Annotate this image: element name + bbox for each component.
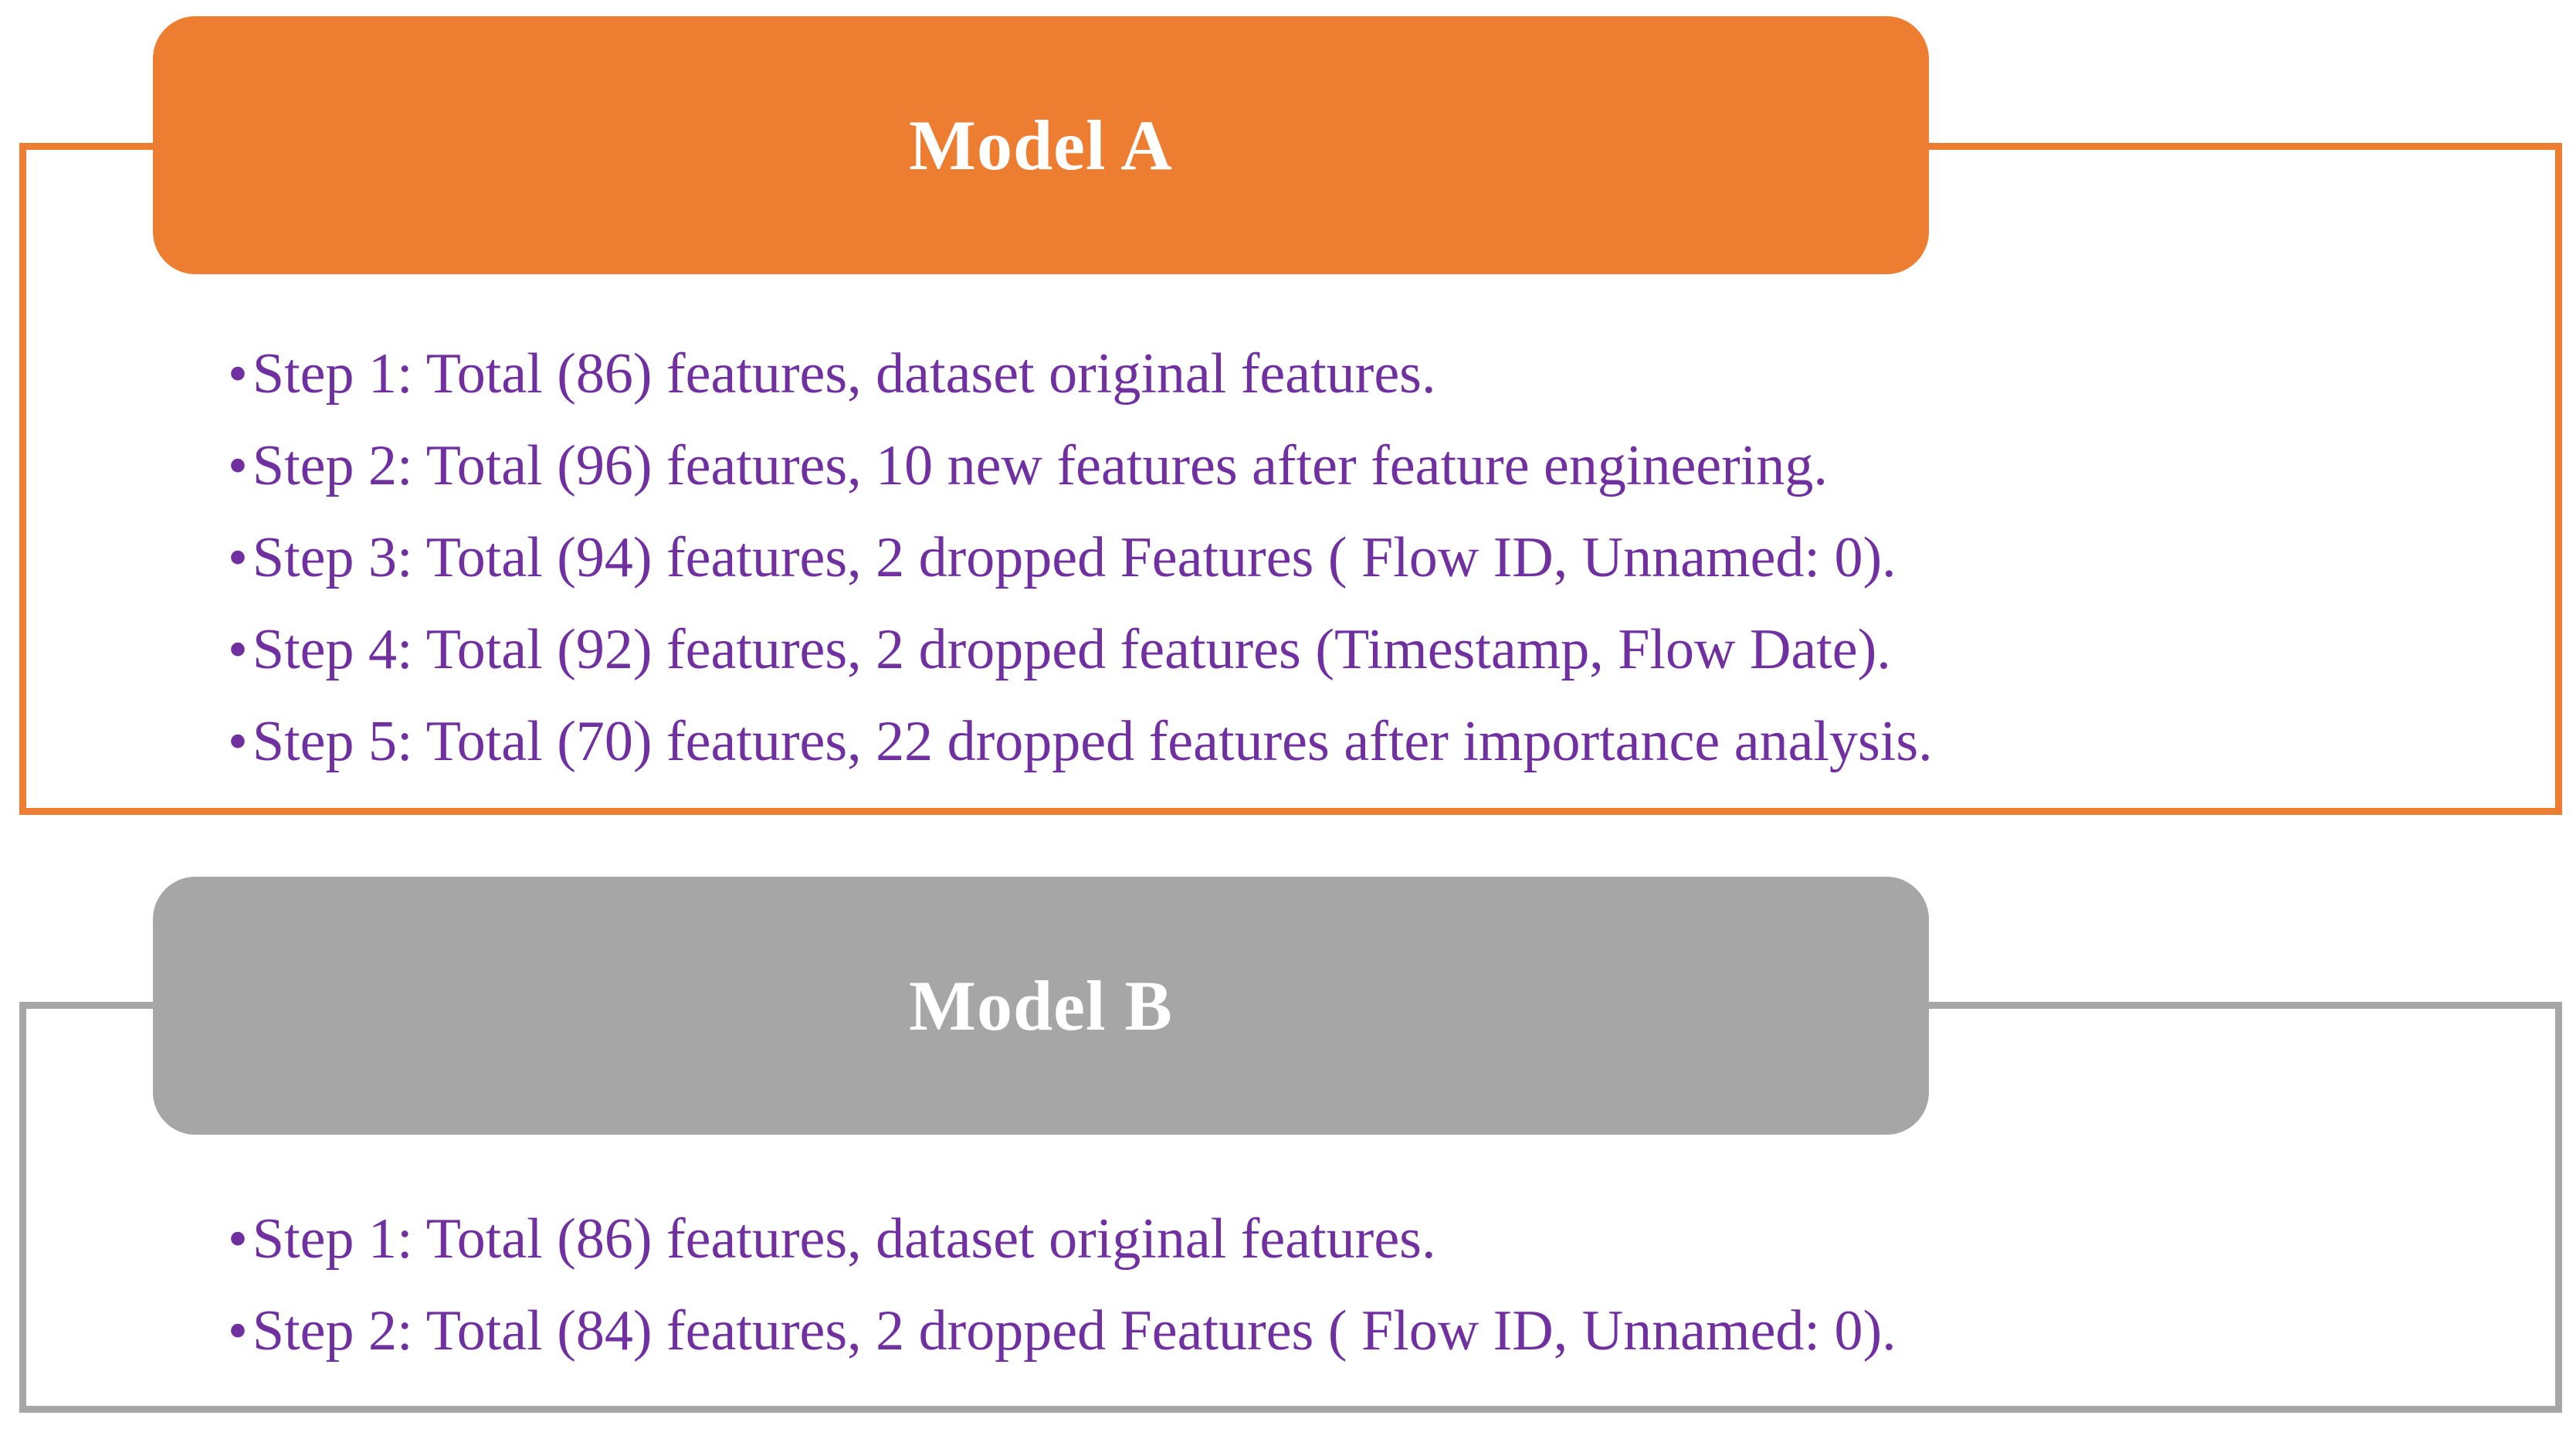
step-item: •Step 1: Total (86) features, dataset or… — [228, 328, 2529, 420]
step-text: Step 4: Total (92) features, 2 dropped f… — [252, 618, 1891, 681]
model-b-title: Model B — [909, 966, 1173, 1045]
step-item: •Step 1: Total (86) features, dataset or… — [228, 1193, 2529, 1285]
step-item: •Step 2: Total (96) features, 10 new fea… — [228, 420, 2529, 512]
step-text: Step 2: Total (96) features, 10 new feat… — [252, 434, 1828, 497]
step-item: •Step 4: Total (92) features, 2 dropped … — [228, 604, 2529, 696]
model-a-step-list: •Step 1: Total (86) features, dataset or… — [228, 328, 2529, 788]
bullet-icon: • — [228, 710, 248, 773]
bullet-icon: • — [228, 434, 248, 497]
step-item: •Step 5: Total (70) features, 22 dropped… — [228, 696, 2529, 788]
bullet-icon: • — [228, 1299, 248, 1363]
model-b-step-list: •Step 1: Total (86) features, dataset or… — [228, 1193, 2529, 1377]
model-a-header: Model A — [153, 16, 1929, 274]
step-text: Step 5: Total (70) features, 22 dropped … — [252, 710, 1933, 773]
bullet-icon: • — [228, 342, 248, 406]
model-b-header: Model B — [153, 877, 1929, 1135]
bullet-icon: • — [228, 526, 248, 589]
bullet-icon: • — [228, 1207, 248, 1271]
step-text: Step 1: Total (86) features, dataset ori… — [252, 342, 1436, 406]
step-text: Step 2: Total (84) features, 2 dropped F… — [252, 1299, 1896, 1363]
step-item: •Step 2: Total (84) features, 2 dropped … — [228, 1285, 2529, 1377]
model-a-title: Model A — [909, 106, 1173, 185]
bullet-icon: • — [228, 618, 248, 681]
step-text: Step 1: Total (86) features, dataset ori… — [252, 1207, 1436, 1271]
step-text: Step 3: Total (94) features, 2 dropped F… — [252, 526, 1896, 589]
step-item: •Step 3: Total (94) features, 2 dropped … — [228, 512, 2529, 604]
